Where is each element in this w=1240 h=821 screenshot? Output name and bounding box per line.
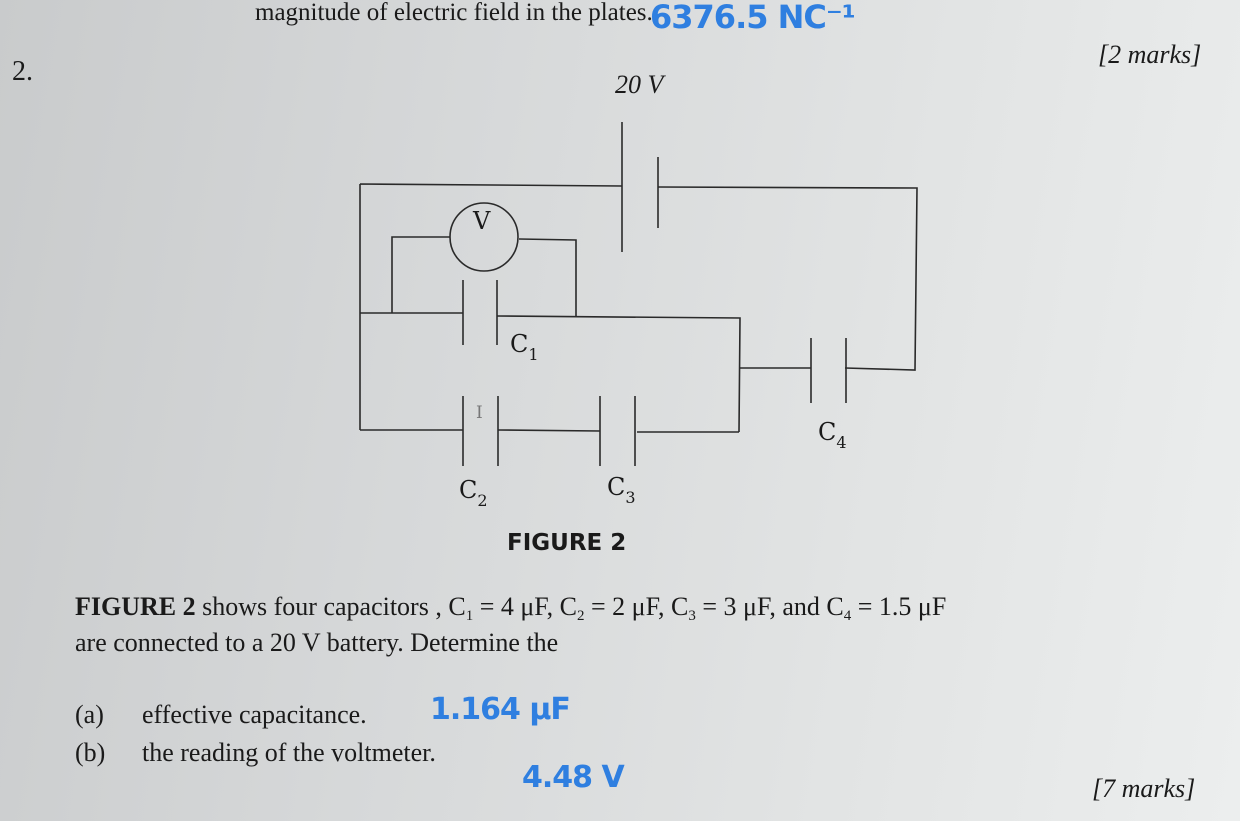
wire-c1 — [360, 312, 741, 433]
part-a-answer: 1.164 μF — [430, 692, 571, 727]
statement-lead: FIGURE 2 — [75, 592, 196, 621]
battery-label: 20 V — [615, 70, 664, 99]
previous-question-text: magnitude of electric field in the plate… — [255, 0, 653, 26]
part-a-text: effective capacitance. — [142, 700, 367, 729]
question-statement-line-2: are connected to a 20 V battery. Determi… — [75, 628, 559, 657]
wire-top-left — [359, 183, 623, 430]
handwritten-answer-field: 6376.5 NC⁻¹ — [650, 0, 856, 36]
voltmeter-wires — [391, 236, 577, 316]
part-b-label: (b) — [75, 738, 106, 767]
c4-label: C4 — [818, 418, 847, 452]
question-number: 2. — [12, 56, 33, 87]
wire-c2-c3 — [360, 429, 739, 433]
c1-label: C1 — [510, 330, 539, 364]
marks-label: [2 marks] — [1098, 40, 1202, 69]
wire-top-right — [657, 186, 918, 371]
voltmeter-circle — [449, 202, 519, 272]
c3-label: C3 — [607, 473, 636, 507]
c2-label: C2 — [459, 476, 488, 510]
current-marker: I — [476, 403, 483, 423]
marks-label-bottom: [7 marks] — [1092, 774, 1196, 803]
question-statement-line-1: FIGURE 2 shows four capacitors , C1 = 4 … — [75, 592, 947, 624]
part-b-text: the reading of the voltmeter. — [142, 738, 436, 767]
figure-caption: FIGURE 2 — [507, 530, 627, 556]
part-b-answer: 4.48 V — [522, 760, 625, 795]
part-a-label: (a) — [75, 700, 104, 729]
voltmeter-label: V — [472, 207, 491, 235]
